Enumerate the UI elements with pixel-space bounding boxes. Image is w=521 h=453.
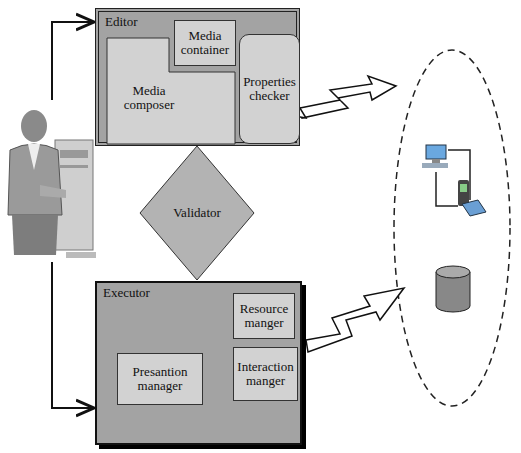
component-box: Presantion manager — [117, 353, 203, 405]
node-outline — [107, 38, 235, 144]
node-label: Media container — [178, 29, 232, 58]
node-label: Interaction manger — [237, 360, 294, 389]
component-box: Media container — [174, 20, 236, 66]
node-label: Executor — [103, 286, 150, 300]
component-box: Interaction manger — [233, 347, 298, 401]
user-figure — [8, 110, 96, 258]
component-box: Properties checker — [239, 34, 300, 144]
node-label: Resource manger — [237, 302, 291, 331]
decision-diamond: Validator — [140, 146, 254, 280]
database-cylinder — [436, 266, 470, 312]
node-label: Validator — [173, 206, 221, 220]
link-arrow — [306, 288, 404, 352]
l-shaped-box: Media composer — [107, 38, 235, 144]
network-region — [394, 50, 510, 406]
node-label: Editor — [105, 15, 138, 29]
node-label: Properties checker — [243, 75, 296, 104]
user-arrow — [52, 22, 92, 100]
node-label: Presantion manager — [121, 365, 199, 394]
module-box: ExecutorResource mangerPresantion manage… — [95, 281, 302, 445]
component-box: Resource manger — [233, 293, 295, 339]
module-box: EditorMedia containerMedia composer Prope… — [95, 8, 300, 146]
node-label: Media composer — [119, 84, 179, 113]
link-arrow — [300, 76, 396, 118]
network-icons — [422, 145, 486, 216]
user-arrow — [52, 262, 92, 408]
